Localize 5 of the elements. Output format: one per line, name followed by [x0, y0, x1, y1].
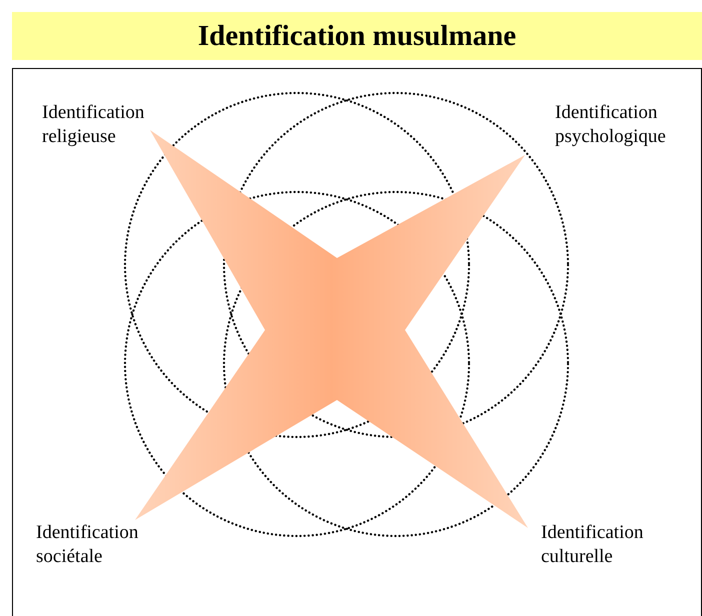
corner-label: Identification religieuse [42, 101, 146, 149]
title: Identification musulmane [198, 20, 516, 52]
corner-label: Identification culturelle [541, 521, 644, 569]
corner-label: Identification sociétale [36, 521, 140, 569]
corner-label: Identification psychologique [555, 101, 667, 149]
